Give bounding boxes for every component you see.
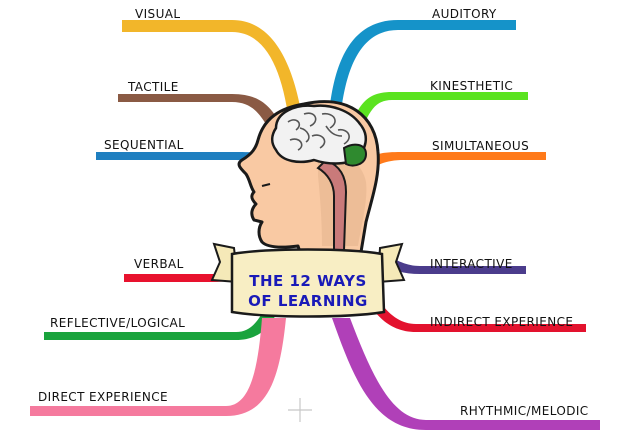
label-kinesthetic: KINESTHETIC <box>430 79 513 93</box>
label-reflective: REFLECTIVE/LOGICAL <box>50 316 185 330</box>
branch-auditory <box>330 20 516 105</box>
labels: VISUAL TACTILE SEQUENTIAL VERBAL REFLECT… <box>38 7 589 418</box>
branch-indirect <box>372 302 586 332</box>
branch-direct <box>30 318 286 416</box>
label-indirect-experience: INDIRECT EXPERIENCE <box>430 315 573 329</box>
label-sequential: SEQUENTIAL <box>104 138 184 152</box>
label-simultaneous: SIMULTANEOUS <box>432 139 529 153</box>
label-tactile: TACTILE <box>127 80 179 94</box>
title-line-2: OF LEARNING <box>248 292 368 310</box>
title-line-1: THE 12 WAYS <box>249 272 367 290</box>
branch-kinesthetic <box>356 92 528 120</box>
branch-simultaneous <box>372 152 546 166</box>
brain-folds <box>287 112 350 151</box>
branch-visual <box>122 20 304 130</box>
label-visual: VISUAL <box>135 7 180 21</box>
banner-body <box>230 248 386 318</box>
head-illustration <box>237 100 380 260</box>
branch-reflective <box>44 306 278 340</box>
title-banner: THE 12 WAYS OF LEARNING <box>210 242 406 318</box>
label-interactive: INTERACTIVE <box>430 257 513 271</box>
label-auditory: AUDITORY <box>432 7 497 21</box>
cerebellum-icon <box>342 143 368 167</box>
eye-icon <box>261 183 271 187</box>
branch-interactive <box>374 250 526 274</box>
label-rhythmic: RHYTHMIC/MELODIC <box>460 404 589 418</box>
branch-sequential <box>96 152 264 166</box>
label-direct-experience: DIRECT EXPERIENCE <box>38 390 168 404</box>
branch-tactile <box>118 94 284 134</box>
crosshair-icon <box>288 398 312 422</box>
label-verbal: VERBAL <box>134 257 184 271</box>
